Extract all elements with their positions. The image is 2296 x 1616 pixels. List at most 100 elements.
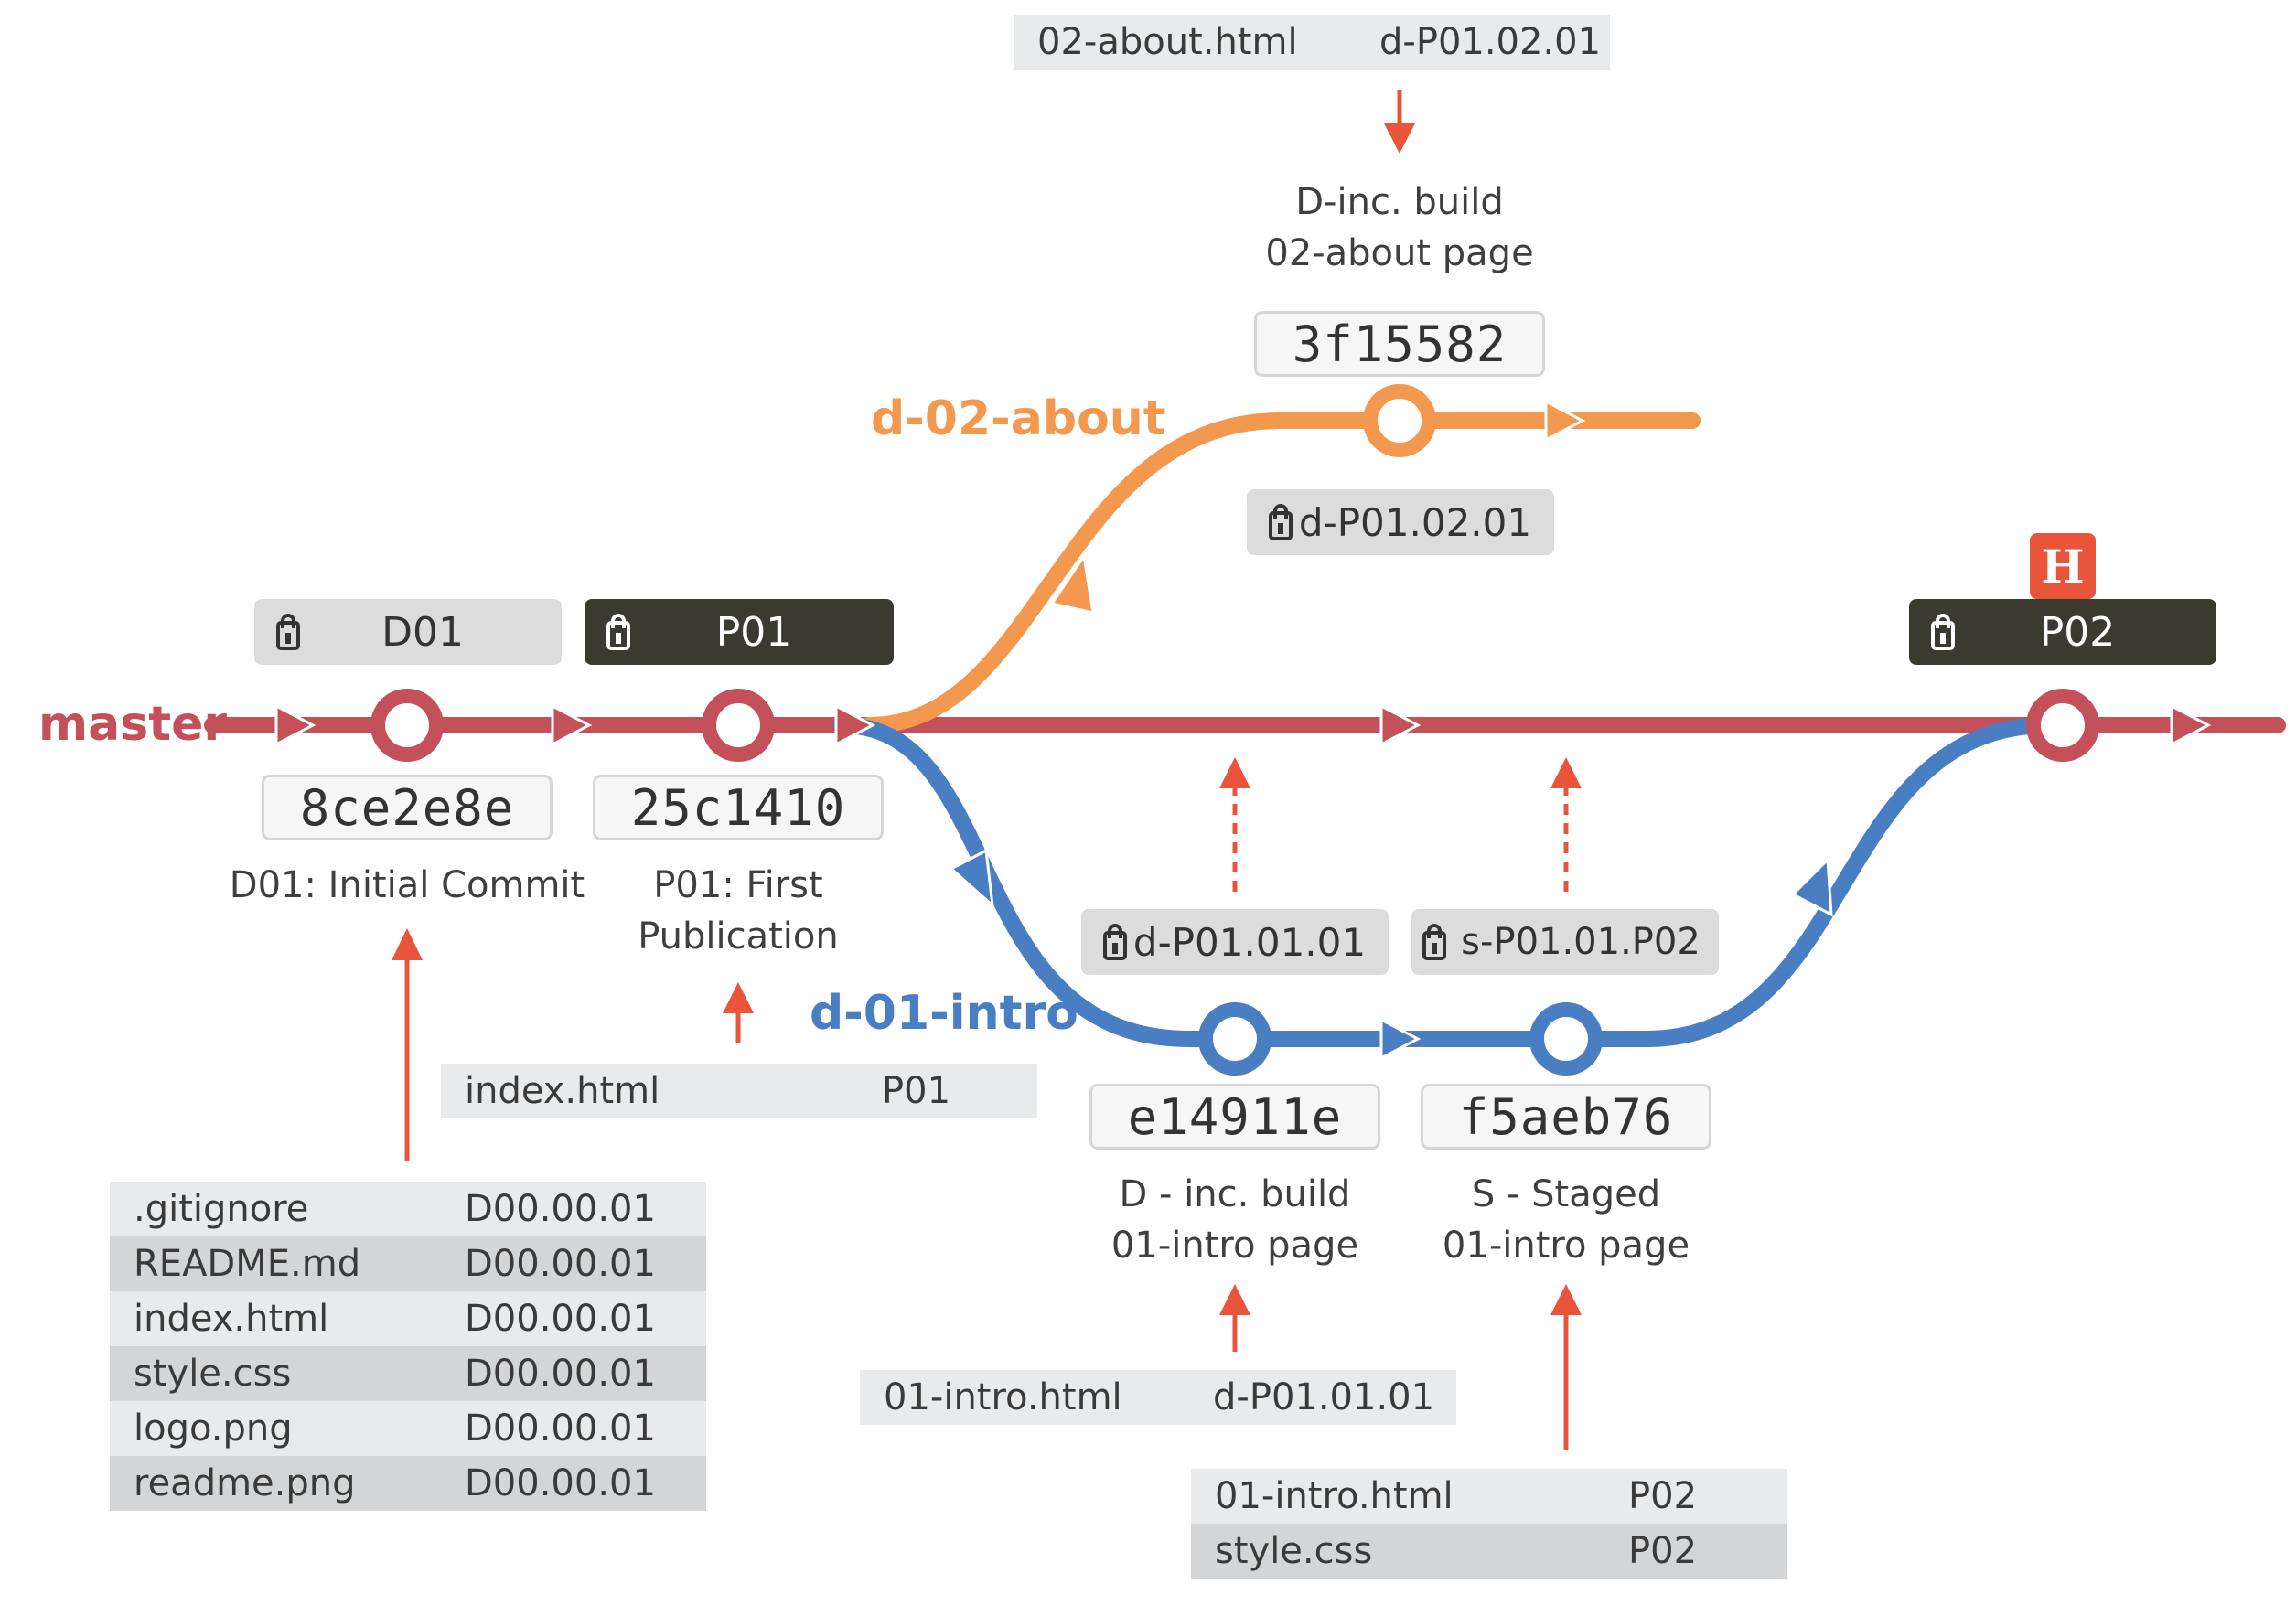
commit-message-line: 01-intro page — [1442, 1225, 1690, 1267]
annotation-arrowhead — [1550, 757, 1582, 788]
branch-label-d-01-intro[interactable]: d-01-intro — [810, 986, 1078, 1041]
table-row: 01-intro.html d-P01.01.01 — [860, 1370, 1456, 1425]
tag-s-P01-01-P02[interactable]: s-P01.01.P02 — [1411, 909, 1719, 975]
file-table-p01: index.html P01 — [441, 1064, 1037, 1118]
commit-message: D - inc. build 01-intro page — [1052, 1169, 1418, 1271]
intro-direction-arrow — [1790, 856, 1833, 917]
tag-P02[interactable]: P02 — [1909, 599, 2216, 665]
commit-message: D-inc. build 02-about page — [1217, 177, 1583, 279]
commit-message: D01: Initial Commit — [188, 860, 627, 911]
file-version: P02 — [1628, 1475, 1698, 1517]
commit-hash[interactable]: f5aeb76 — [1421, 1084, 1711, 1150]
file-name: style.css — [1215, 1530, 1373, 1572]
about-direction-arrow — [1049, 552, 1095, 615]
commit-hash[interactable]: 3f15582 — [1254, 311, 1545, 377]
file-version: D00.00.01 — [465, 1407, 656, 1450]
tag-label: D01 — [381, 608, 464, 656]
commit-hash[interactable]: 25c1410 — [593, 775, 884, 840]
master-direction-arrow — [1379, 703, 1422, 747]
file-version: D00.00.01 — [465, 1298, 656, 1340]
master-direction-arrow — [274, 703, 317, 747]
file-name: logo.png — [134, 1407, 293, 1450]
table-row: 01-intro.html P02 — [1191, 1469, 1787, 1524]
annotation-arrowhead — [723, 982, 754, 1013]
intro-direction-arrow — [1379, 1017, 1422, 1061]
tag-D01[interactable]: D01 — [254, 599, 562, 665]
file-name: 01-intro.html — [884, 1376, 1122, 1418]
annotation-arrowhead — [1219, 1284, 1250, 1315]
file-version: D00.00.01 — [465, 1243, 656, 1285]
file-version: d-P01.01.01 — [1213, 1376, 1435, 1418]
table-row: .gitignore D00.00.01 — [110, 1182, 706, 1236]
branch-label-d-02-about[interactable]: d-02-about — [871, 391, 1166, 446]
file-table-intro: 01-intro.html d-P01.01.01 — [860, 1370, 1456, 1425]
tag-label: d-P01.02.01 — [1298, 499, 1532, 545]
annotation-arrowhead — [1550, 1284, 1582, 1315]
file-table-staged: 01-intro.html P02 style.css P02 — [1191, 1469, 1787, 1579]
table-row: index.html P01 — [441, 1064, 1037, 1118]
file-name: README.md — [134, 1243, 361, 1285]
commit-hash[interactable]: 8ce2e8e — [262, 775, 553, 840]
lock-icon — [1421, 924, 1448, 960]
file-table-about: 02-about.html d-P01.02.01 — [1014, 15, 1610, 70]
tag-d-P01-02-01[interactable]: d-P01.02.01 — [1247, 489, 1554, 555]
about-direction-arrow — [1544, 399, 1586, 443]
intro-direction-arrow — [949, 848, 994, 909]
file-name: 01-intro.html — [1215, 1475, 1454, 1517]
d-01-intro-branch-line — [833, 717, 2057, 1047]
commit-node-p02[interactable] — [2026, 689, 2099, 762]
table-row: readme.png D00.00.01 — [110, 1456, 706, 1511]
lock-icon — [274, 614, 302, 650]
file-name: index.html — [465, 1070, 660, 1112]
tag-label: s-P01.01.P02 — [1461, 921, 1701, 963]
file-name: index.html — [134, 1298, 329, 1340]
commit-message-line: 02-about page — [1265, 232, 1534, 274]
d-02-about-branch-line — [861, 412, 1701, 733]
commit-message: S - Staged 01-intro page — [1383, 1169, 1749, 1271]
commit-message-line: D - inc. build — [1119, 1173, 1351, 1215]
table-row: style.css D00.00.01 — [110, 1346, 706, 1401]
tag-label: d-P01.01.01 — [1132, 919, 1367, 965]
file-version: D00.00.01 — [465, 1462, 656, 1504]
tag-P01[interactable]: P01 — [585, 599, 894, 665]
lock-icon — [1929, 614, 1957, 650]
table-row: README.md D00.00.01 — [110, 1236, 706, 1291]
file-version: P01 — [882, 1070, 951, 1112]
lock-icon — [1267, 504, 1294, 540]
file-name: readme.png — [134, 1462, 356, 1504]
file-name: style.css — [134, 1353, 292, 1395]
table-row: index.html D00.00.01 — [110, 1291, 706, 1346]
file-version: D00.00.01 — [465, 1353, 656, 1395]
commit-hash[interactable]: e14911e — [1089, 1084, 1380, 1150]
head-pointer-badge: H — [2030, 533, 2096, 599]
commit-node-3f15582[interactable] — [1363, 384, 1436, 457]
file-table-initial-commit: .gitignore D00.00.01 README.md D00.00.01… — [110, 1182, 706, 1511]
commit-message: P01: First Publication — [567, 860, 909, 962]
commit-message-line: 01-intro page — [1110, 1225, 1359, 1267]
table-row: style.css P02 — [1191, 1524, 1787, 1579]
commit-node-25c1410[interactable] — [702, 689, 775, 762]
commit-message-line: P01: First — [653, 864, 823, 906]
file-name: .gitignore — [134, 1188, 309, 1230]
commit-node-f5aeb76[interactable] — [1529, 1002, 1603, 1076]
annotation-arrowhead — [1384, 123, 1415, 154]
lock-icon — [1101, 924, 1129, 960]
table-row: logo.png D00.00.01 — [110, 1401, 706, 1456]
table-row: 02-about.html d-P01.02.01 — [1014, 15, 1610, 70]
branch-label-master[interactable]: master — [38, 697, 227, 752]
file-name: 02-about.html — [1037, 21, 1298, 63]
commit-node-8ce2e8e[interactable] — [370, 689, 444, 762]
master-direction-arrow — [834, 703, 876, 747]
commit-message-line: S - Staged — [1471, 1173, 1661, 1215]
commit-node-e14911e[interactable] — [1198, 1002, 1271, 1076]
master-direction-arrow — [551, 703, 593, 747]
file-version: P02 — [1628, 1530, 1698, 1572]
commit-message-line: D01: Initial Commit — [229, 864, 585, 906]
tag-label: P02 — [2039, 608, 2116, 656]
annotation-arrowhead — [392, 928, 423, 960]
file-version: D00.00.01 — [465, 1188, 656, 1230]
annotation-arrowhead — [1219, 757, 1250, 788]
tag-d-P01-01-01[interactable]: d-P01.01.01 — [1081, 909, 1389, 975]
